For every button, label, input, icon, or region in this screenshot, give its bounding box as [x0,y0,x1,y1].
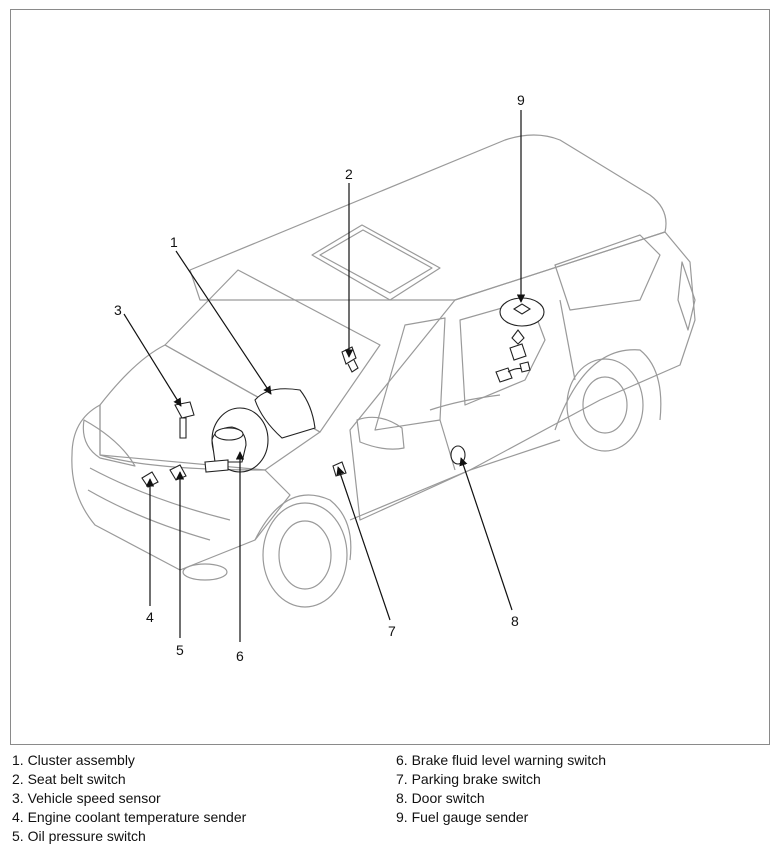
legend-left-column: 1. Cluster assembly 2. Seat belt switch … [12,751,246,846]
legend-item: 1. Cluster assembly [12,752,135,768]
callout-number-6: 6 [236,648,244,664]
leader-line-3 [123,313,182,407]
cluster-assembly-part [254,388,316,439]
legend-item: 2. Seat belt switch [12,771,126,787]
legend-right-column: 6. Brake fluid level warning switch 7. P… [396,751,606,827]
door-switch-part [450,445,466,465]
callout-number-8: 8 [511,613,519,629]
leader-line-1 [175,250,272,395]
callout-numbers: 1 2 3 4 5 6 7 8 9 [114,92,525,664]
callout-number-5: 5 [176,642,184,658]
legend-item: 6. Brake fluid level warning switch [396,752,607,768]
legend-item: 9. Fuel gauge sender [396,809,529,825]
callout-number-3: 3 [114,302,122,318]
diagram-frame [10,9,770,745]
callout-number-4: 4 [146,609,154,625]
callout-number-1: 1 [170,234,178,250]
van-body-outline [71,134,696,608]
callout-number-9: 9 [517,92,525,108]
callout-number-7: 7 [388,623,396,639]
legend-item: 7. Parking brake switch [396,771,541,787]
leader-line-8 [459,457,513,611]
leader-line-7 [336,466,391,621]
legend-item: 5. Oil pressure switch [12,828,146,844]
vehicle-speed-sensor-part [174,401,195,419]
legend-item: 8. Door switch [396,790,485,806]
leader-lines [123,110,526,642]
callout-number-2: 2 [345,166,353,182]
legend-item: 4. Engine coolant temperature sender [12,809,247,825]
legend-item: 3. Vehicle speed sensor [12,790,161,806]
parking-brake-switch-part [332,461,347,477]
component-sketches [141,297,545,488]
